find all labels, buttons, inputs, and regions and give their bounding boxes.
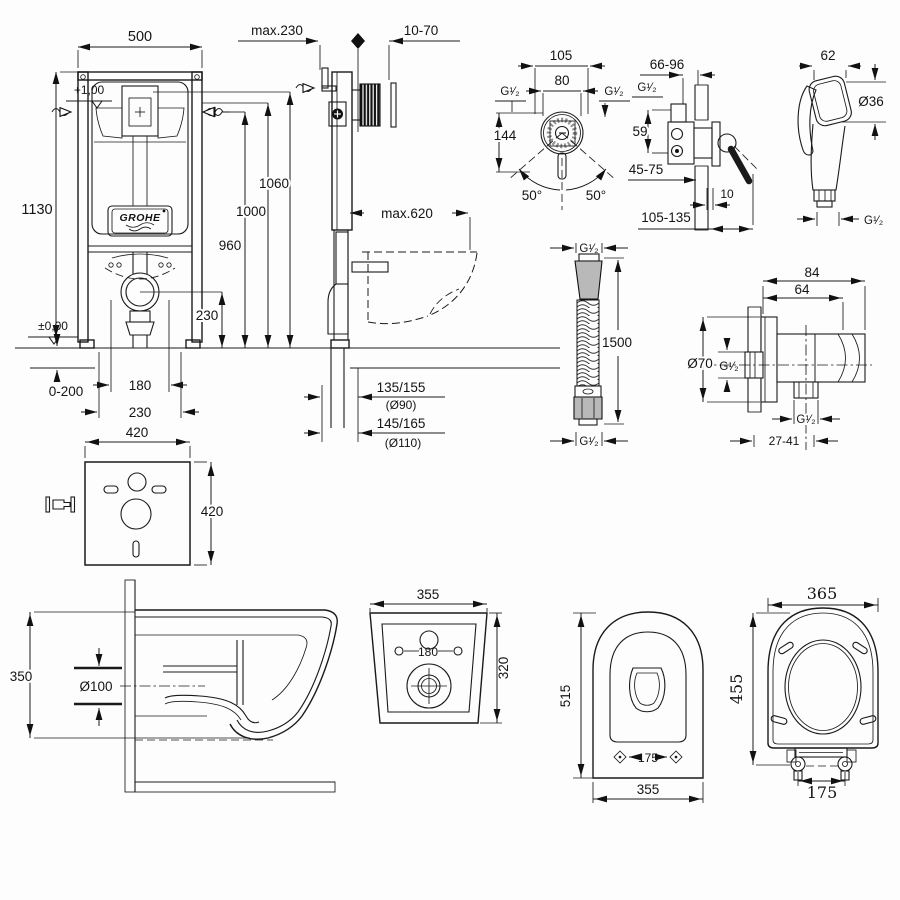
dim-84: 84 [804, 265, 820, 280]
thread-label-hose-bottom: G¹⁄₂ [579, 436, 598, 448]
dim-seat-width: 365 [807, 584, 838, 603]
dim-hole-spacing-180: 180 [418, 645, 438, 659]
fixing-point-markers [613, 750, 683, 764]
dim-80: 80 [554, 73, 569, 88]
dim-59: 59 [632, 124, 647, 139]
hose-corrugation [576, 299, 600, 387]
mixer-lever [727, 145, 753, 185]
dim-height-1060: 1060 [259, 176, 289, 191]
dashed-bowl-outline [362, 251, 478, 325]
dim-drain-b-dia: (Ø110) [385, 436, 421, 450]
dim-70-dia: Ø70 [687, 356, 713, 371]
installation-frame-side-view: max.230 10-70 max.620 135/155 (Ø90) 1 [238, 23, 560, 450]
dim-height-230: 230 [196, 308, 219, 323]
flush-actuator-knob [359, 83, 381, 127]
frame-fixture-box [328, 101, 347, 127]
dim-105: 105 [550, 48, 573, 63]
dim-105-135: 105-135 [641, 210, 691, 225]
dim-angle-left: 50° [522, 188, 542, 203]
thread-label-elbow-in: G¹⁄₂ [719, 361, 738, 373]
dim-plate-10-70: 10-70 [404, 23, 439, 38]
thread-label-handshower: G¹⁄₂ [864, 215, 883, 227]
thread-label-hose-top: G¹⁄₂ [579, 243, 598, 255]
dim-66-96: 66-96 [650, 57, 685, 72]
dim-bowl-rear-width: 355 [417, 587, 440, 602]
dim-drain-a-dia: (Ø90) [386, 398, 417, 412]
dim-drain-a: 135/155 [377, 380, 426, 395]
mixer-front-view: 50° 50° 105 80 G¹⁄₂ G¹⁄₂ 144 [492, 48, 630, 210]
thread-label-elbow-out: G¹⁄₂ [796, 414, 815, 426]
dim-bowl-height-350: 350 [10, 669, 33, 684]
shower-hose-view: G¹⁄₂ 1500 G¹⁄₂ [550, 241, 632, 450]
dim-seat-length: 455 [727, 674, 746, 705]
dim-head-dia: Ø36 [858, 94, 884, 109]
dim-mat-width: 420 [126, 425, 149, 440]
elbow-body [776, 333, 866, 383]
dim-bolt-spacing: 180 [129, 378, 152, 393]
dim-depth-max230: max.230 [251, 23, 303, 38]
dim-reach-max620: max.620 [381, 206, 433, 221]
thread-label-mixer-side: G¹⁄₂ [637, 82, 656, 94]
bowl-side-section: 350 Ø100 [8, 579, 338, 793]
dim-bowl-top-width: 355 [637, 782, 660, 797]
dim-outlet-dia-100: Ø100 [79, 679, 112, 694]
dim-seat-hinge-spacing: 175 [807, 783, 838, 802]
bowl-connection-stub [351, 261, 389, 273]
hose-top-fitting [574, 260, 603, 300]
grohe-logo-text: GROHE [119, 212, 161, 224]
hose-bottom-nut [573, 396, 603, 420]
dim-frame-width: 500 [128, 29, 152, 45]
wall-elbow-view: 84 64 Ø70 G¹⁄₂ G¹⁄₂ 27-41 [685, 263, 872, 450]
flush-plate-side [390, 82, 397, 128]
thread-label-right: G¹⁄₂ [604, 86, 623, 98]
trigger-handle [797, 85, 817, 156]
level-top-label: +1,00 [74, 83, 105, 97]
dim-drain-b: 145/165 [377, 416, 426, 431]
dim-64: 64 [794, 282, 810, 297]
dim-mat-height: 420 [201, 504, 224, 519]
seat-view: 365 455 175 [727, 584, 879, 802]
dim-bowl-top-holes: 175 [638, 751, 658, 765]
grohe-logo: GROHE [107, 205, 173, 237]
dim-offset-230: 230 [129, 405, 152, 420]
fixing-screw-icon [45, 496, 76, 513]
dim-hose-length: 1500 [602, 335, 632, 350]
dim-62: 62 [820, 48, 835, 63]
dim-height-960: 960 [219, 238, 242, 253]
dim-frame-height: 1130 [21, 202, 52, 218]
dim-angle-right: 50° [586, 188, 606, 203]
wall-reference-diamond [351, 33, 365, 49]
dim-45-75: 45-75 [629, 162, 664, 177]
valve-body [667, 121, 695, 165]
dim-10: 10 [720, 187, 734, 201]
seat-hinge [786, 747, 857, 781]
installation-frame-front-view: GROHE [77, 71, 203, 349]
height-dimension-column: 1060 1000 960 230 [140, 91, 294, 348]
dim-144: 144 [494, 128, 517, 143]
bowl-rear-view: 180 355 320 [369, 587, 511, 724]
mixer-side-view: 66-96 G¹⁄₂ 59 45-75 10 105-135 [628, 57, 760, 233]
hand-shower-view: 62 Ø36 G¹⁄₂ [797, 48, 886, 227]
seat-bumpers [770, 641, 877, 725]
dim-27-41: 27-41 [769, 434, 800, 448]
frame-front-dimensions: 500 1130 +1,00 ±0,00 0-200 180 230 [15, 29, 560, 420]
level-floor-label: ±0,00 [38, 319, 68, 333]
bowl-top-view: 175 515 355 [558, 611, 704, 803]
dim-bowl-rear-height: 320 [496, 657, 511, 680]
dim-height-1000: 1000 [236, 204, 266, 219]
dim-bowl-top-length: 515 [558, 685, 573, 708]
sound-insulation-mat: 420 420 [45, 425, 225, 566]
thread-label-left: G¹⁄₂ [500, 86, 519, 98]
mixer-handle-stem [557, 152, 567, 180]
dim-feet-range: 0-200 [49, 384, 84, 399]
escutcheon-side [711, 121, 721, 167]
